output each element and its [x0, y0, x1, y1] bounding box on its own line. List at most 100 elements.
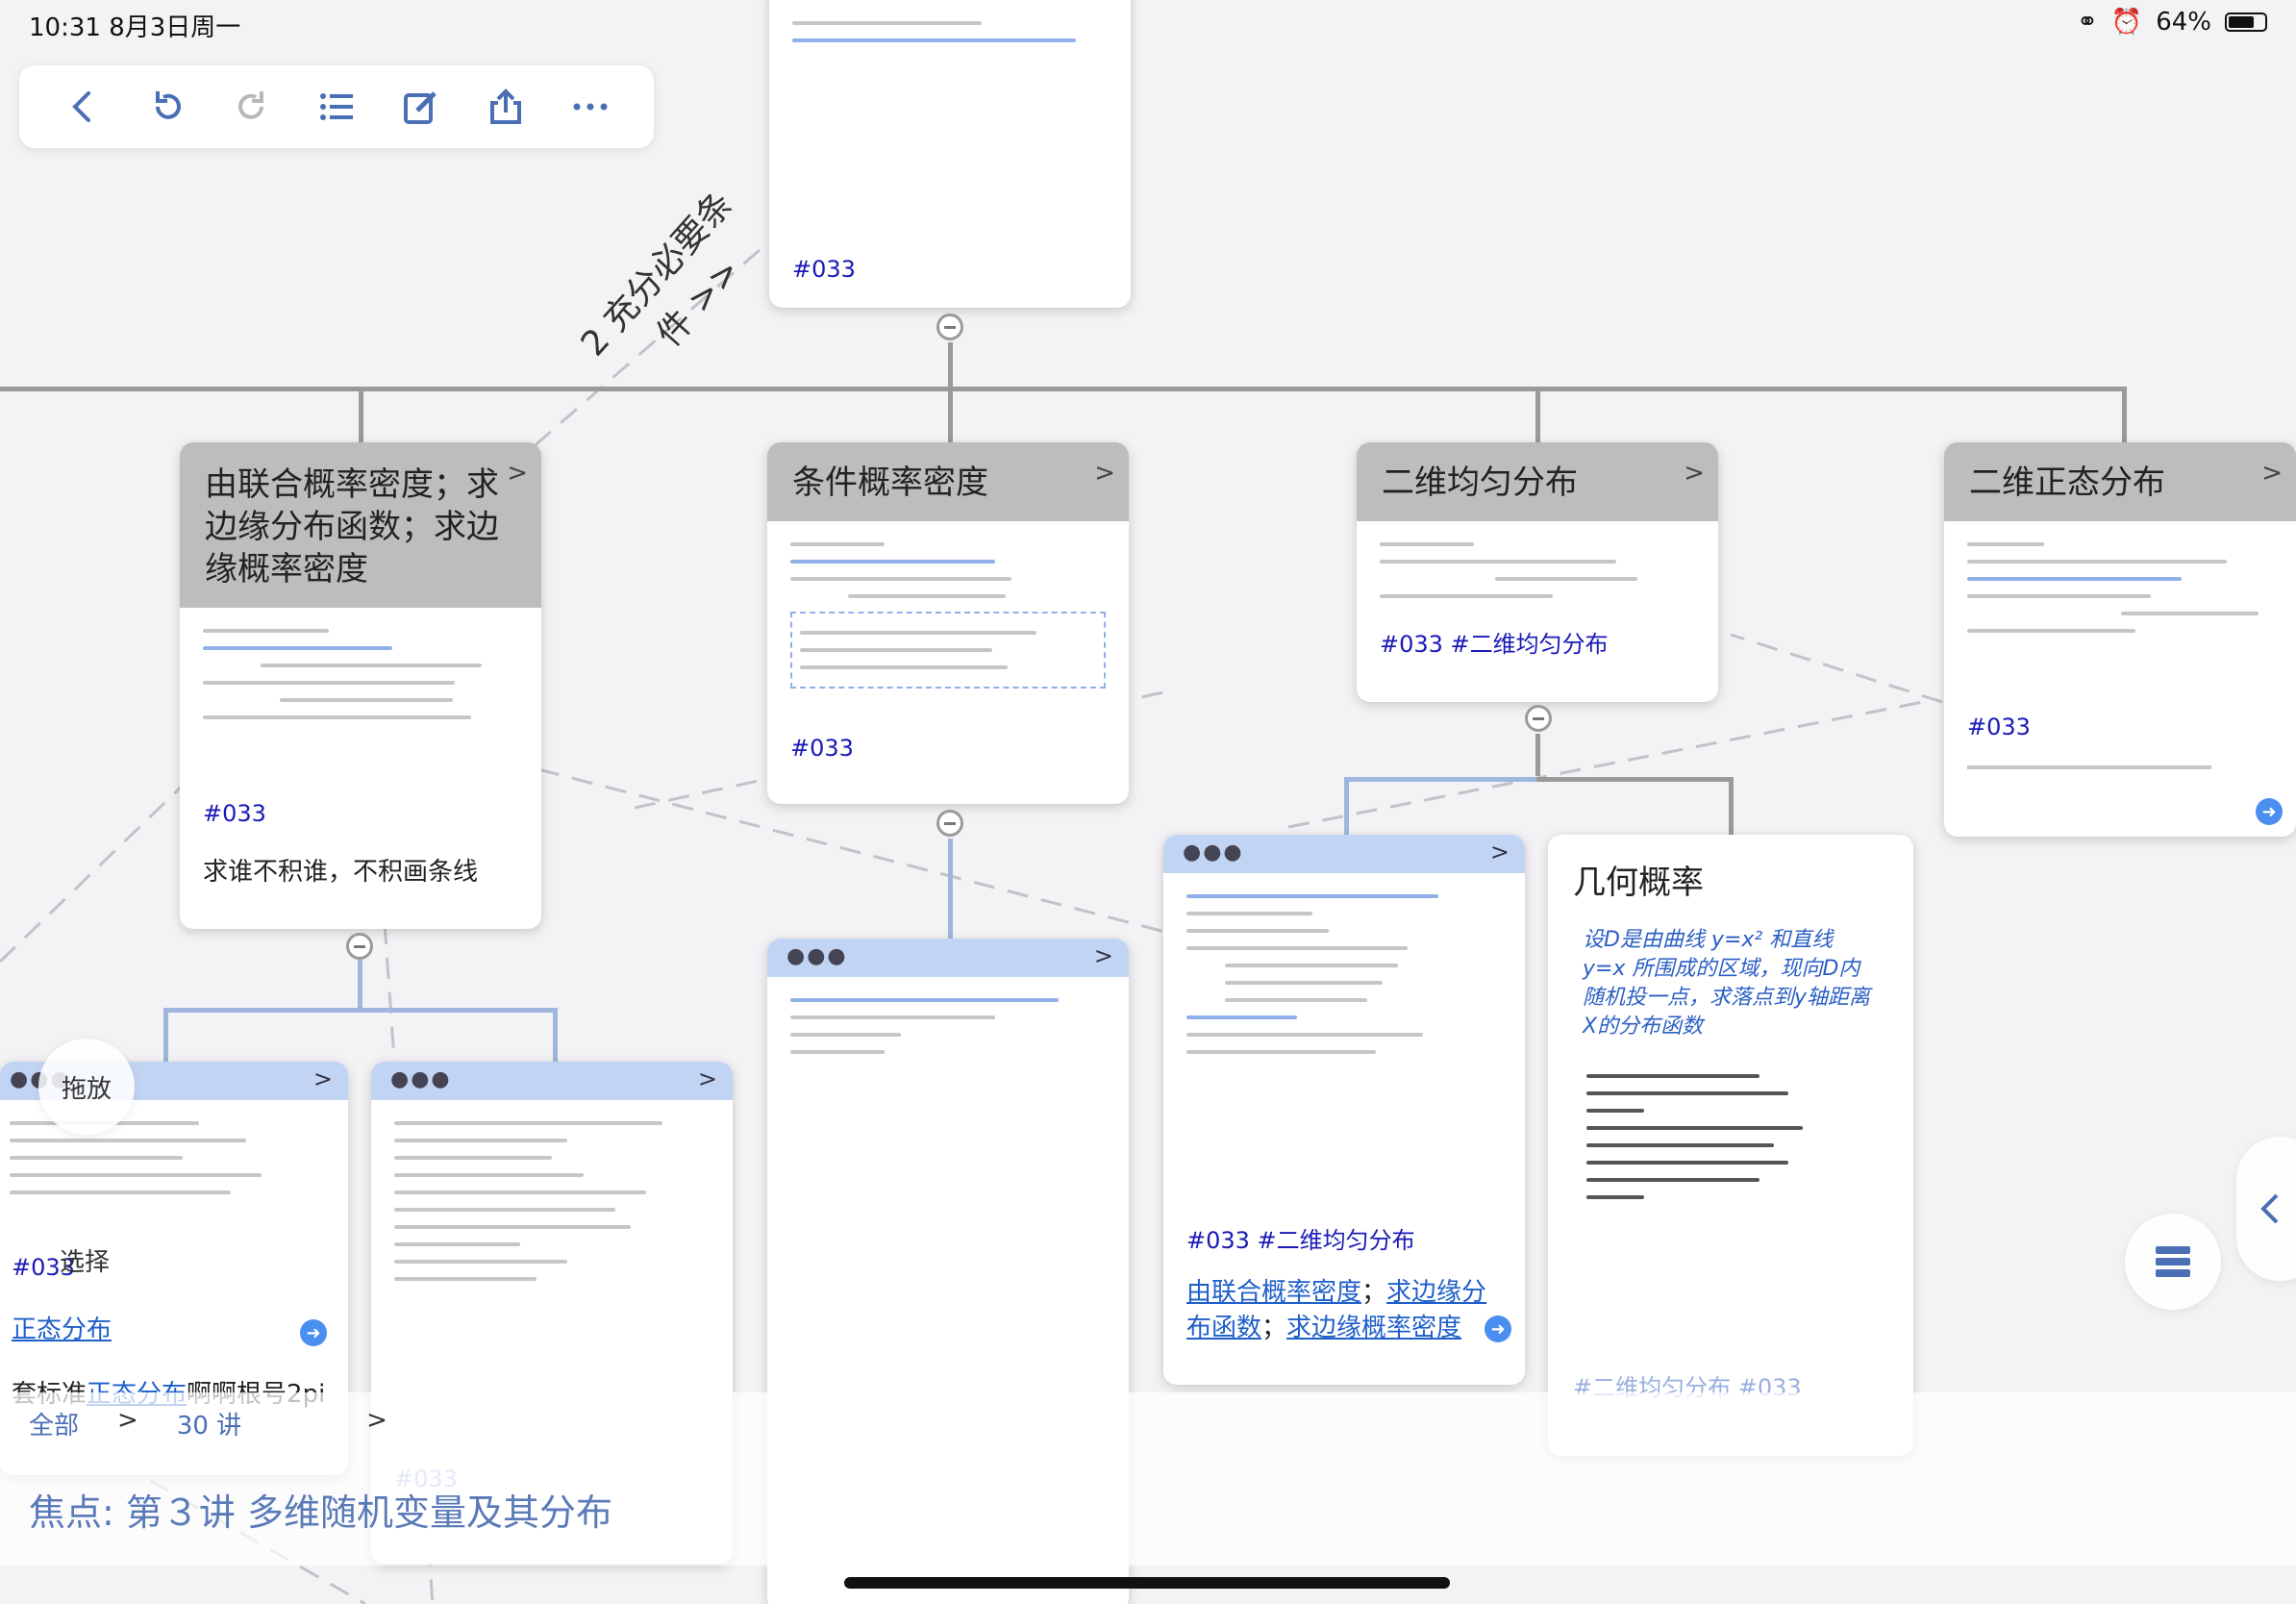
doc-thumbnail	[371, 1100, 733, 1466]
list-icon	[320, 93, 353, 120]
card-note: 求谁不积谁，不积画条线	[203, 858, 479, 887]
branch-line	[359, 387, 363, 442]
doc-thumbnail	[767, 977, 1129, 1075]
branch-line	[1535, 734, 1540, 776]
doc-thumbnail	[1944, 521, 2296, 714]
branch-line	[948, 839, 953, 944]
chevron-right-icon[interactable]: >	[1489, 839, 1510, 865]
edit-button[interactable]	[392, 78, 450, 136]
more-icon[interactable]: ●●●	[390, 1067, 452, 1091]
undo-icon	[156, 91, 181, 119]
card-header: ●●● >	[767, 939, 1129, 977]
top-note-card[interactable]: #033	[769, 0, 1131, 308]
outline-button[interactable]	[308, 78, 365, 136]
alarm-icon: ⏰	[2110, 8, 2143, 37]
collapse-toggle[interactable]	[936, 313, 963, 340]
doc-thumbnail	[767, 521, 1129, 735]
card-geometric-probability[interactable]: 几何概率 设D是由曲线 y=x² 和直线 y=x 所围成的区域，现向D内随机投一…	[1548, 835, 1913, 1456]
status-time: 10:31 8月3日周一	[29, 13, 241, 42]
chevron-right-icon[interactable]: >	[1094, 459, 1115, 488]
doc-thumbnail	[0, 1100, 348, 1254]
collapse-toggle[interactable]	[346, 933, 373, 960]
card-tag[interactable]: #033	[1967, 714, 2031, 740]
collapse-toggle[interactable]	[1525, 705, 1552, 732]
doc-thumbnail	[1357, 521, 1718, 625]
select-mode-button[interactable]: 选择	[60, 1248, 111, 1277]
card-tag[interactable]: #033 #二维均匀分布	[1380, 631, 1609, 658]
branch-line	[2122, 387, 2127, 442]
chevron-right-icon[interactable]: >	[697, 1065, 717, 1092]
chevron-right-icon[interactable]: >	[2261, 459, 2283, 488]
battery-icon	[2225, 13, 2267, 32]
card-tag[interactable]: #033	[790, 735, 854, 762]
chevron-right-icon[interactable]: >	[1093, 942, 1113, 969]
mindmap-toolbar	[19, 65, 654, 148]
link-normal-distribution[interactable]: 正态分布	[12, 1316, 112, 1344]
doc-thumbnail	[769, 0, 1131, 63]
more-button[interactable]	[562, 78, 619, 136]
link-icon: ⚭	[2077, 8, 2098, 37]
card-tag[interactable]: #033	[12, 1254, 75, 1281]
link-joint-density[interactable]: 由联合概率密度	[1186, 1278, 1362, 1307]
share-button[interactable]	[477, 78, 535, 136]
card-uniform-2d[interactable]: 二维均匀分布 > #033 #二维均匀分布	[1357, 442, 1718, 702]
card-conditional-density[interactable]: 条件概率密度 > #033	[767, 442, 1129, 804]
redo-button[interactable]	[223, 78, 281, 136]
card-title: 二维均匀分布	[1382, 464, 1578, 502]
card-header: ●●● >	[1163, 835, 1525, 873]
card-joint-to-marginal[interactable]: 由联合概率密度；求边缘分布函数；求边缘概率密度 > #033 求谁不积谁，不积画…	[180, 442, 541, 929]
chevron-right-icon[interactable]: >	[312, 1065, 333, 1092]
chevron-right-icon[interactable]: >	[507, 459, 528, 488]
focus-title: 焦点: 第３讲 多维随机变量及其分布	[29, 1491, 612, 1534]
separator: ；	[1361, 1278, 1387, 1307]
breadcrumb-lecture[interactable]: 30 讲	[176, 1412, 242, 1441]
card-title: 二维正态分布	[1969, 464, 2165, 502]
focus-panel	[0, 1392, 2296, 1566]
card-title: 由联合概率密度；求边缘分布函数；求边缘概率密度	[205, 465, 499, 589]
battery-percent: 64%	[2156, 8, 2211, 37]
back-button[interactable]	[54, 78, 112, 136]
branch-line	[1535, 387, 1540, 442]
breadcrumb-sep: >	[117, 1406, 138, 1435]
link-marginal-cdf[interactable]: 求边缘分布函数	[1186, 1278, 1487, 1342]
card-title: 条件概率密度	[792, 464, 988, 502]
more-icon[interactable]: ●●●	[1183, 840, 1244, 865]
branch-line	[163, 1008, 168, 1062]
link-marginal-density[interactable]: 求边缘概率密度	[1286, 1314, 1462, 1342]
branch-line	[0, 387, 2125, 391]
card-normal-2d[interactable]: 二维正态分布 > #033 ➜	[1944, 442, 2296, 837]
undo-button[interactable]	[138, 78, 196, 136]
home-indicator	[844, 1577, 1450, 1589]
more-icon	[573, 103, 608, 111]
redo-icon	[238, 91, 263, 119]
breadcrumb-sep: >	[366, 1406, 387, 1435]
focus-breadcrumb: 全部 > 30 讲 >	[29, 1406, 387, 1441]
card-header: ●●● >	[371, 1062, 733, 1100]
card-tag[interactable]: #033	[203, 800, 266, 827]
status-right: ⚭ ⏰ 64%	[2077, 8, 2267, 37]
doc-thumbnail	[1163, 873, 1525, 1221]
branch-line	[358, 960, 362, 1010]
drag-mode-button[interactable]: 拖放	[38, 1039, 135, 1135]
card-title: 几何概率	[1573, 864, 1704, 902]
arrow-right-icon[interactable]: ➜	[1485, 1316, 1511, 1342]
layers-button[interactable]	[2125, 1214, 2221, 1310]
share-icon	[490, 88, 521, 124]
side-panel-toggle[interactable]	[2236, 1137, 2296, 1281]
chevron-right-icon[interactable]: >	[1684, 459, 1705, 488]
card-tag[interactable]: #033 #二维均匀分布	[1186, 1227, 1415, 1254]
branch-line	[1344, 777, 1536, 782]
arrow-right-icon[interactable]: ➜	[300, 1319, 327, 1346]
card-uniform-example[interactable]: ●●● > #033 #二维均匀分布 由联合概率密度；求边缘分布函数；求边缘概率…	[1163, 835, 1525, 1385]
doc-thumbnail	[180, 608, 541, 800]
more-icon[interactable]: ●●●	[786, 944, 848, 968]
status-bar: 10:31 8月3日周一 ⚭ ⏰ 64%	[0, 0, 2296, 46]
handwritten-derivation	[1548, 1041, 1913, 1368]
breadcrumb-all[interactable]: 全部	[29, 1412, 80, 1441]
arrow-right-icon[interactable]: ➜	[2256, 798, 2283, 825]
card-tag[interactable]: #033	[792, 256, 856, 283]
chevron-left-icon	[2260, 1193, 2279, 1224]
stack-icon	[2156, 1246, 2190, 1277]
branch-line	[1344, 777, 1349, 835]
collapse-toggle[interactable]	[936, 810, 963, 837]
